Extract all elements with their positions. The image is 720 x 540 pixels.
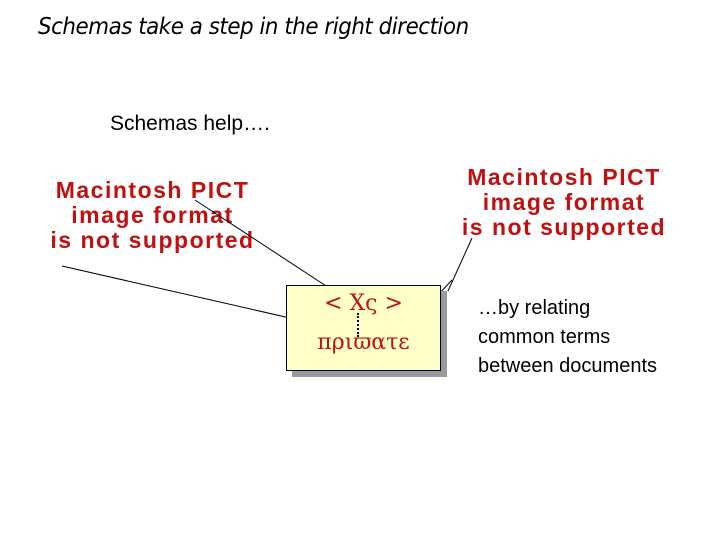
pict-right-line1: Macintosh PICT [467,164,661,190]
caption: …by relating common terms between docume… [478,294,657,381]
pict-right-line3: is not supported [461,214,667,240]
greek-text: πριϖατε [317,330,410,355]
code-box: < Χς > πριϖατε [286,285,441,371]
pict-placeholder-right: Macintosh PICT image format is not suppo… [425,165,703,240]
subtitle: Schemas help…. [110,112,270,135]
caption-line2: common terms [478,326,611,348]
pict-left-line1: Macintosh PICT [55,177,250,203]
caption-line3: between documents [478,355,658,377]
slide-title: Schemas take a step in the right directi… [38,14,469,40]
tag-text: < Χς > [324,291,403,316]
connector-right-upper [447,237,473,292]
caption-line1: …by relating [478,297,591,319]
pict-right-line2: image format [482,189,646,215]
pict-left-line3: is not supported [50,227,255,253]
dotted-connector [357,313,359,337]
